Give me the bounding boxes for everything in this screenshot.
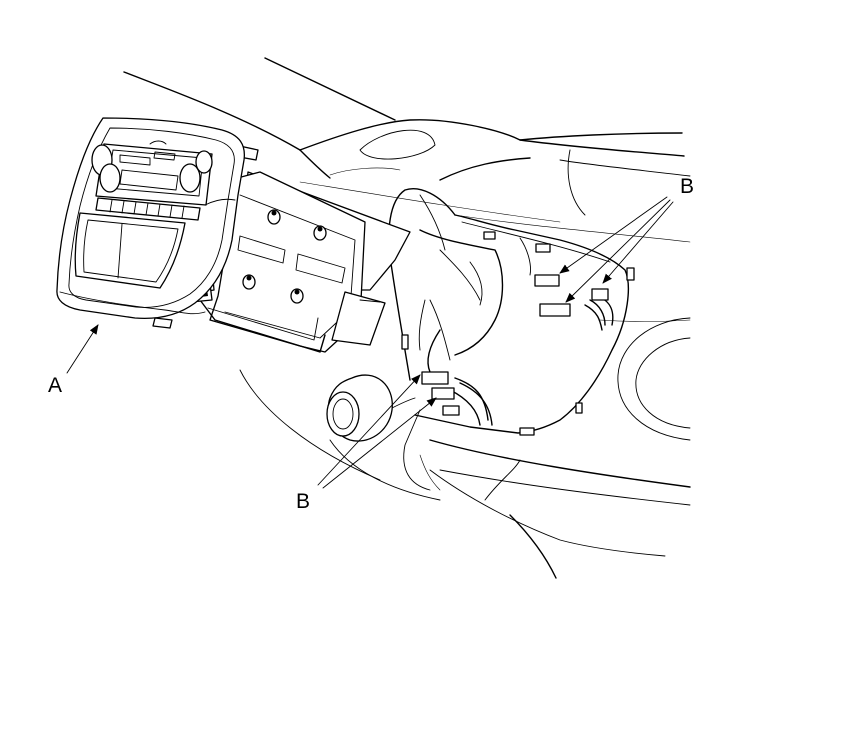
callout-a: A [48, 374, 62, 397]
leader-a [66, 324, 99, 374]
leader-b-lower-2 [322, 397, 437, 489]
side-vent [599, 317, 691, 441]
lower-knob [326, 374, 416, 442]
callout-b-upper: B [680, 175, 694, 198]
connector-upper-3 [591, 288, 609, 301]
leader-b-upper-1 [559, 196, 668, 274]
connector-lower-3 [442, 405, 460, 416]
connector-upper-2 [539, 303, 571, 317]
leader-b-upper-3 [602, 201, 674, 284]
connector-upper-1 [534, 274, 560, 287]
connector-lower-2 [431, 387, 455, 400]
mounting-bracket [188, 144, 411, 353]
center-panel-a [56, 117, 246, 329]
wiring-harness [449, 294, 614, 426]
leader-lines [66, 196, 674, 489]
dashboard-outline [123, 57, 691, 579]
connectors-b [421, 231, 635, 436]
connector-lower-1 [421, 371, 449, 385]
leader-b-upper-2 [565, 199, 671, 303]
callout-b-lower: B [296, 490, 310, 513]
leader-b-lower-1 [317, 374, 421, 486]
